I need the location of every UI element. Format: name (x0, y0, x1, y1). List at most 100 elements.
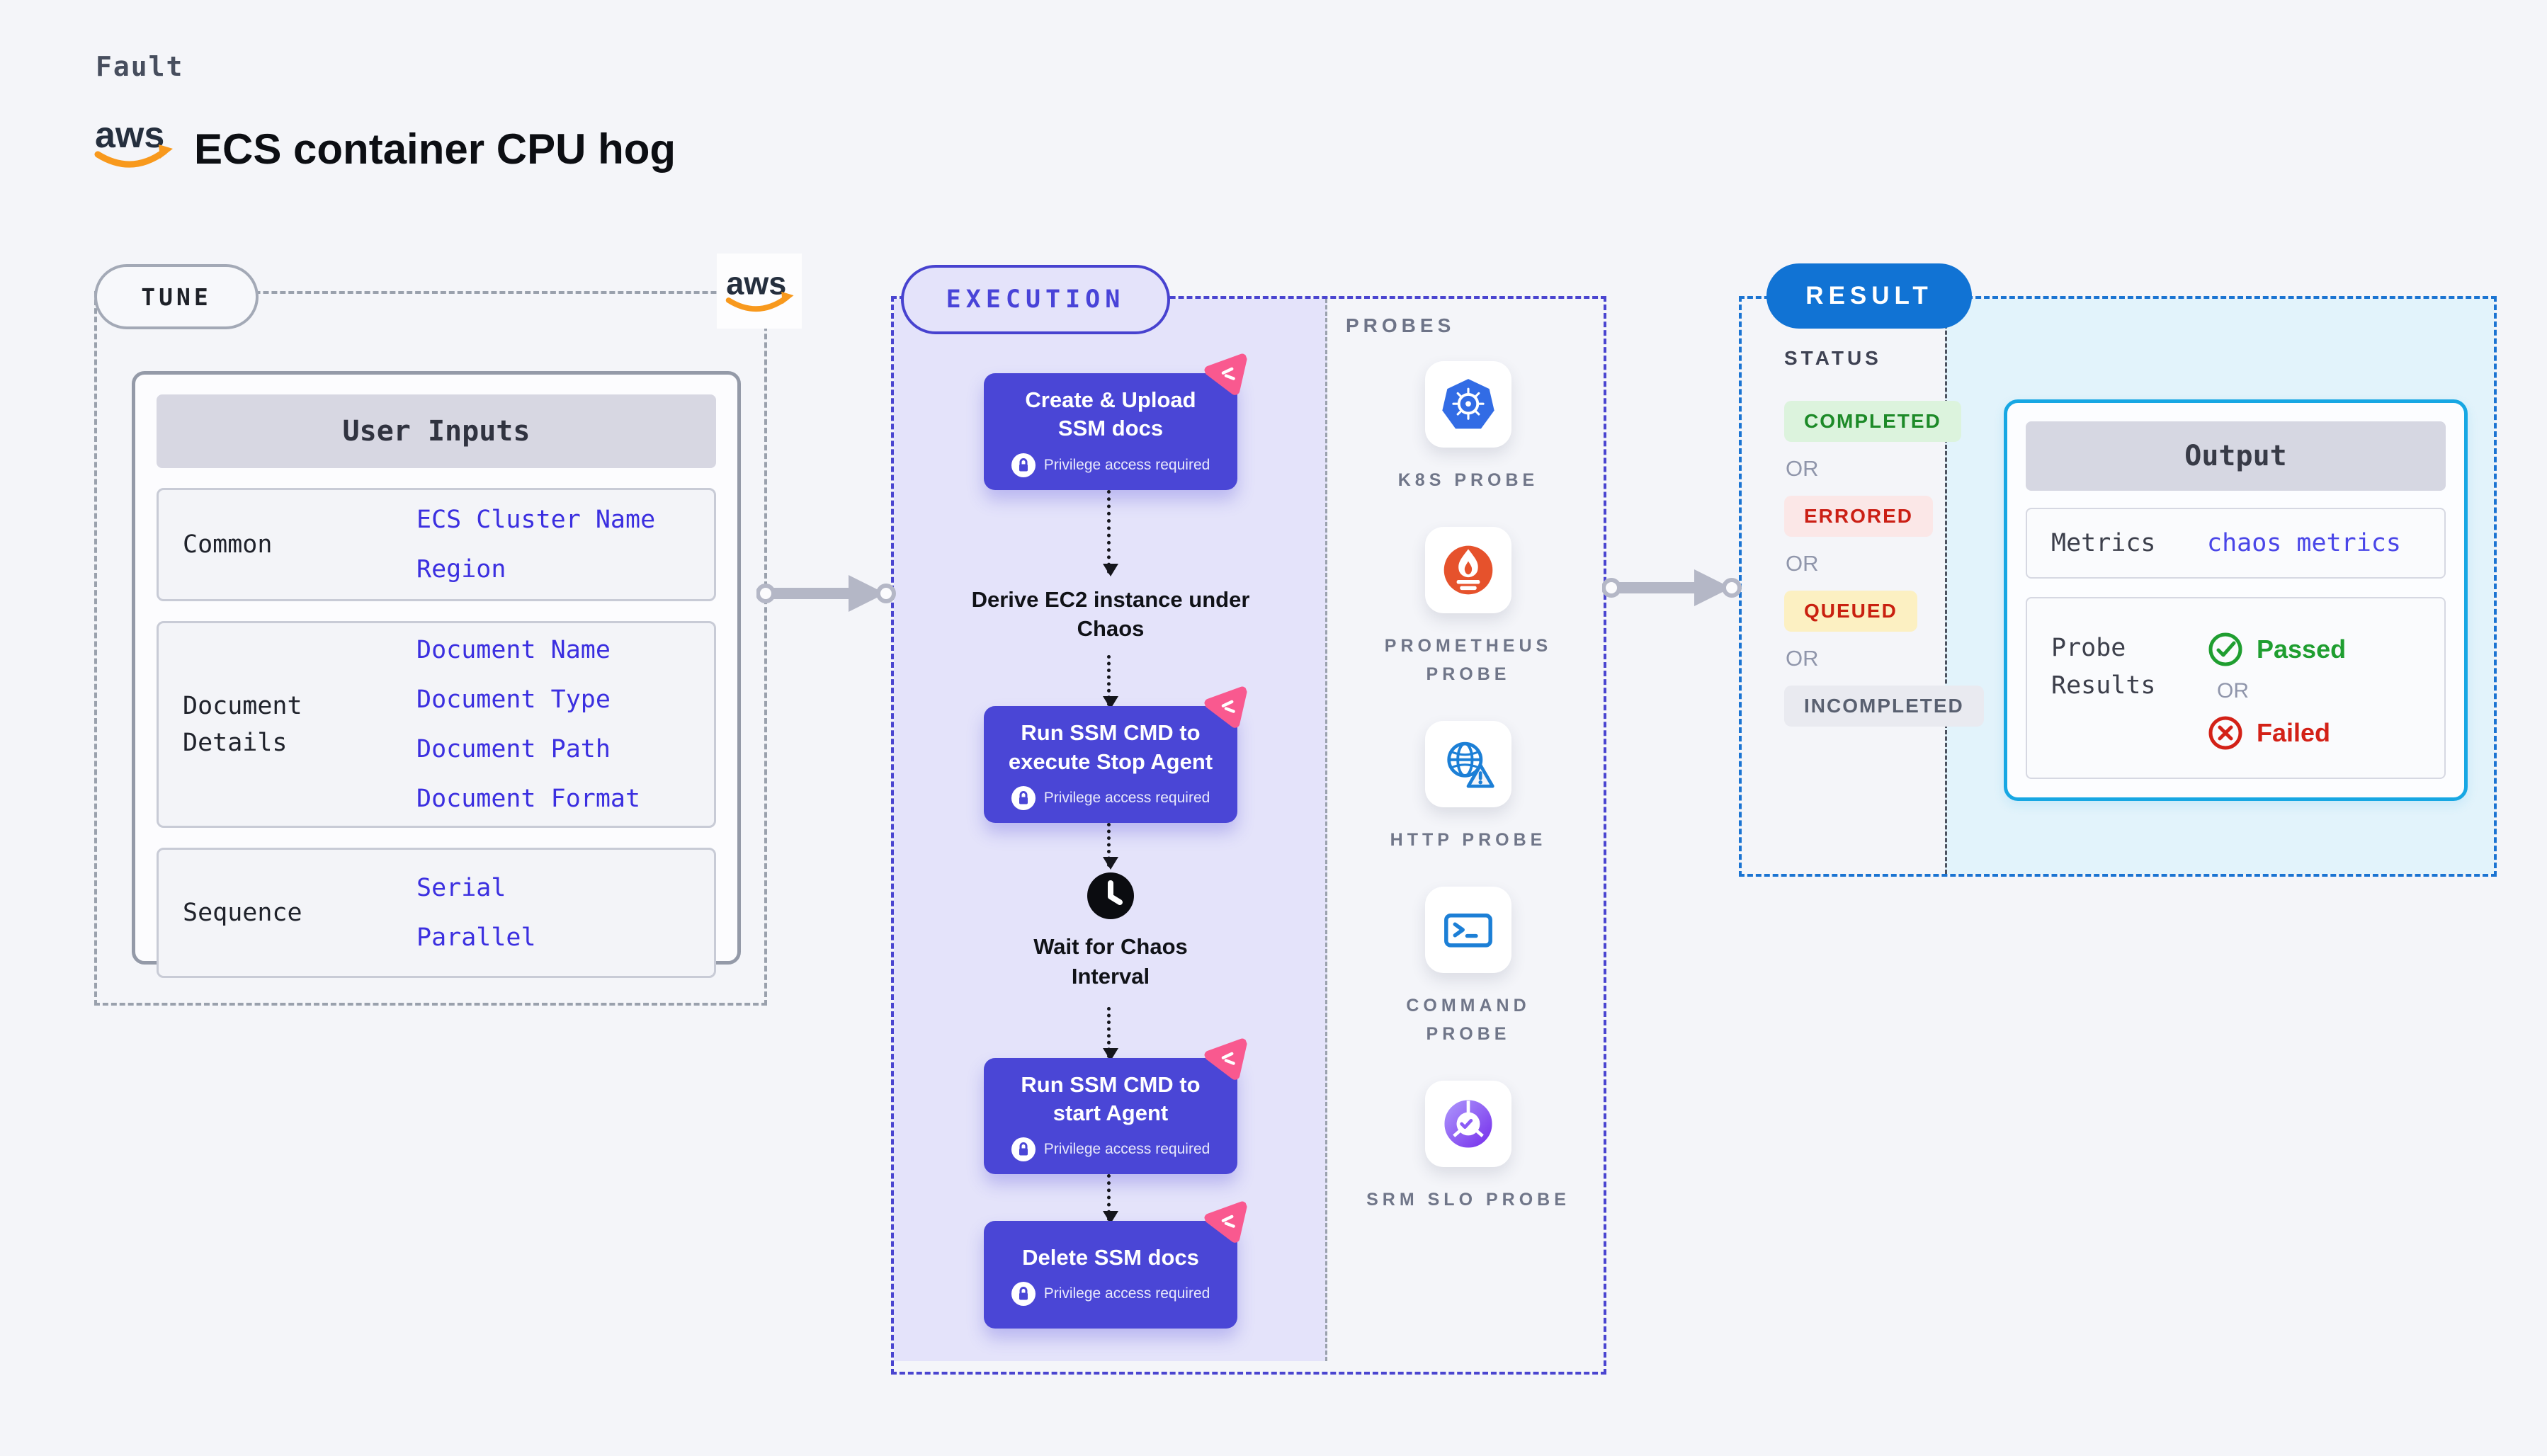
privilege-note: Privilege access required (1043, 789, 1210, 806)
user-inputs-row-document-details: Document Details Document Name Document … (157, 621, 716, 828)
probe-label: COMMAND PROBE (1406, 996, 1531, 1044)
clock-icon (1087, 872, 1134, 919)
lock-icon (1011, 453, 1036, 477)
row-label: Common (183, 530, 273, 559)
probe-srm-slo: SRM SLO PROBE (1366, 1081, 1570, 1214)
lock-icon (1011, 1137, 1036, 1162)
execution-pill: EXECUTION (901, 265, 1170, 334)
svg-text:aws: aws (95, 115, 164, 156)
probe-label: HTTP PROBE (1390, 830, 1547, 850)
output-row-metrics: Metrics chaos metrics (2026, 508, 2446, 579)
input-value: Parallel (416, 923, 536, 952)
x-circle-icon (2208, 716, 2242, 749)
fault-eyebrow: Fault (96, 51, 184, 82)
probe-label: PROMETHEUS PROBE (1384, 636, 1553, 684)
flow-arrow (1102, 1174, 1118, 1224)
or-separator: OR (1786, 551, 1819, 576)
prometheus-icon (1425, 527, 1511, 613)
probe-results-label: Probe Results (2051, 634, 2156, 700)
or-separator: OR (1786, 456, 1819, 481)
status-column: STATUS COMPLETED OR ERRORED OR QUEUED OR… (1784, 347, 1984, 727)
or-separator: OR (2217, 678, 2249, 703)
execution-section: PROBES Create & Upload SSM docs (891, 296, 1606, 1375)
passed-label: Passed (2257, 634, 2347, 664)
chaos-logo-badge-icon (1204, 1038, 1252, 1082)
lock-icon (1011, 785, 1036, 810)
probe-http: HTTP PROBE (1390, 721, 1547, 854)
input-value: Region (416, 555, 506, 584)
page-title: ECS container CPU hog (194, 125, 676, 173)
status-badge-errored: ERRORED (1784, 496, 1934, 537)
flow-arrow (1102, 822, 1118, 870)
probe-prometheus: PROMETHEUS PROBE (1362, 527, 1575, 688)
step-create-upload-ssm-docs: Create & Upload SSM docs Privilege acces… (984, 353, 1247, 490)
slo-donut-icon (1425, 1081, 1511, 1167)
step-title: Delete SSM docs (1022, 1245, 1199, 1270)
result-section: STATUS COMPLETED OR ERRORED OR QUEUED OR… (1739, 296, 2497, 877)
kubernetes-icon (1424, 361, 1511, 448)
step-derive-ec2-instance: Derive EC2 instance under Chaos (971, 586, 1250, 642)
probes-list: K8S PROBE PROMETHEUS PROBE (1329, 361, 1607, 1246)
metrics-value: chaos metrics (2207, 529, 2401, 557)
probe-label: SRM SLO PROBE (1366, 1190, 1570, 1210)
input-value: Document Format (416, 785, 641, 813)
status-badge-queued: QUEUED (1784, 591, 1917, 632)
output-card: Output Metrics chaos metrics Probe Resul… (2004, 399, 2468, 801)
privilege-note: Privilege access required (1043, 1141, 1210, 1158)
probe-command: COMMAND PROBE (1362, 887, 1575, 1048)
check-circle-icon (2208, 632, 2242, 666)
status-badge-completed: COMPLETED (1784, 401, 1961, 442)
probe-label: K8S PROBE (1397, 470, 1539, 490)
flow-arrow (1102, 1006, 1118, 1061)
probe-result-failed: Failed (2207, 715, 2346, 751)
step-title: Run SSM CMD to start Agent (1021, 1071, 1201, 1125)
step-title: Create & Upload SSM docs (1025, 387, 1196, 441)
metrics-label: Metrics (2051, 528, 2156, 557)
probes-title: PROBES (1346, 314, 1456, 336)
chaos-logo-badge-icon (1204, 1201, 1252, 1245)
input-value: ECS Cluster Name (416, 506, 656, 534)
http-globe-icon (1424, 721, 1511, 807)
chaos-logo-badge-icon (1204, 353, 1252, 397)
tune-section (94, 291, 767, 1006)
result-pill: RESULT (1766, 263, 1972, 329)
step-run-ssm-stop-agent: Run SSM CMD to execute Stop Agent Privil… (984, 686, 1247, 823)
tune-pill: TUNE (94, 264, 259, 329)
user-inputs-card: User Inputs Common ECS Cluster Name Regi… (132, 371, 741, 978)
lock-icon (1011, 1282, 1036, 1307)
aws-logo-small: aws (717, 254, 802, 329)
privilege-note: Privilege access required (1043, 456, 1210, 473)
output-header: Output (2026, 421, 2446, 491)
wait-label: Wait for Chaos Interval (1033, 933, 1188, 989)
row-label: Document Details (183, 691, 302, 758)
user-inputs-row-sequence: Sequence Serial Parallel (157, 848, 716, 978)
arrow-execution-to-result (1601, 565, 1744, 614)
or-separator: OR (1786, 646, 1819, 671)
execution-flow: Create & Upload SSM docs Privilege acces… (894, 299, 1327, 1329)
arrow-tune-to-execution (756, 571, 898, 620)
input-value: Document Path (416, 735, 611, 763)
user-inputs-row-common: Common ECS Cluster Name Region (157, 488, 716, 601)
step-delete-ssm-docs: Delete SSM docs Privilege access require… (984, 1201, 1247, 1329)
row-label: Sequence (183, 898, 302, 927)
svg-text:aws: aws (726, 265, 786, 301)
user-inputs-header: User Inputs (157, 394, 716, 468)
flow-arrow (1102, 655, 1118, 710)
terminal-icon (1425, 887, 1511, 973)
privilege-note: Privilege access required (1043, 1285, 1210, 1302)
status-badge-incompleted: INCOMPLETED (1784, 686, 1984, 727)
step-run-ssm-start-agent: Run SSM CMD to start Agent Privilege acc… (984, 1038, 1247, 1175)
probe-result-passed: Passed (2207, 631, 2346, 668)
step-wait-for-chaos-interval: Wait for Chaos Interval (1004, 871, 1217, 1003)
input-value: Serial (416, 874, 506, 902)
step-title: Run SSM CMD to execute Stop Agent (1008, 720, 1213, 774)
chaos-logo-badge-icon (1204, 686, 1252, 730)
probe-k8s: K8S PROBE (1398, 361, 1538, 494)
flow-arrow (1102, 489, 1118, 576)
input-value: Document Type (416, 686, 611, 714)
aws-logo: aws (91, 113, 176, 178)
output-row-probe-results: Probe Results Passed OR (2026, 597, 2446, 779)
failed-label: Failed (2257, 717, 2331, 747)
status-title: STATUS (1784, 347, 1882, 369)
